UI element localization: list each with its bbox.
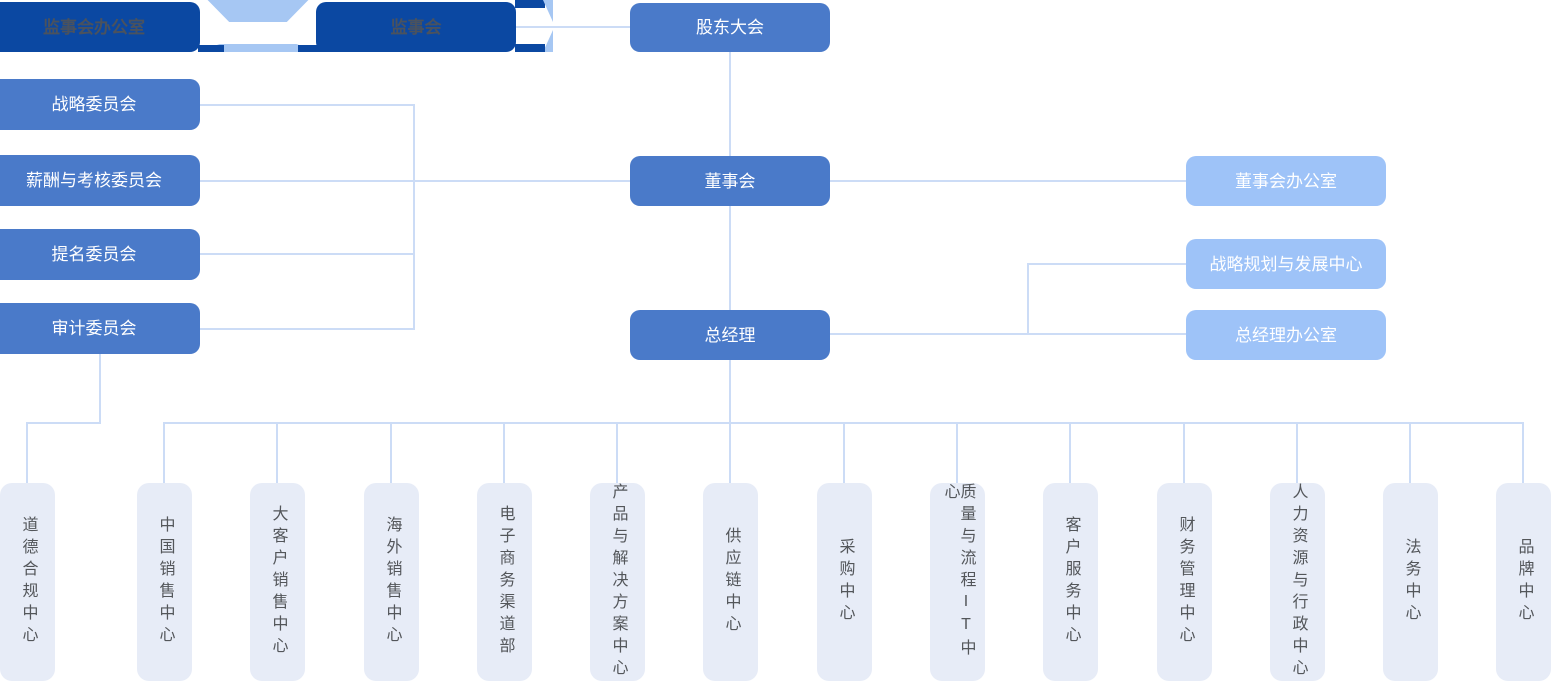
node-gm-office-label: 总经理办公室 xyxy=(1235,325,1337,345)
node-board: 董事会 xyxy=(630,156,830,206)
node-shareholders-meeting-label: 股东大会 xyxy=(696,18,764,37)
line-dept-drop-2 xyxy=(276,422,278,483)
node-dept-ecommerce-channel: 电子商务渠道部 xyxy=(477,483,532,681)
line-dept-drop-7 xyxy=(843,422,845,483)
line-dept-drop-6 xyxy=(729,422,731,483)
line-shareholders-to-board xyxy=(729,52,731,156)
arrow-light-top xyxy=(543,0,553,22)
line-dept-drop-3 xyxy=(390,422,392,483)
node-dept-brand: 品牌中心 xyxy=(1496,483,1551,681)
node-supervisory-board-label: 监事会 xyxy=(390,17,442,37)
node-committee-strategy: 战略委员会 xyxy=(0,79,200,130)
node-dept-hr-admin: 人力资源与行政中心 xyxy=(1270,483,1325,681)
line-dept-drop-10 xyxy=(1183,422,1185,483)
line-committee-1 xyxy=(200,104,414,106)
node-general-manager: 总经理 xyxy=(630,310,830,360)
node-shareholders-meeting: 股东大会 xyxy=(630,3,830,52)
committee-label: 提名委员会 xyxy=(51,245,137,264)
node-dept-china-sales: 中国销售中心 xyxy=(137,483,192,681)
node-dept-quality-process-it: 质量与流程IT中心 xyxy=(930,483,985,681)
line-gm-to-gm-office xyxy=(830,333,1186,335)
line-dept-drop-9 xyxy=(1069,422,1071,483)
line-committee-4 xyxy=(200,328,414,330)
node-supervisory-board: 监事会 xyxy=(316,2,516,52)
node-dept-supply-chain: 供应链中心 xyxy=(703,483,758,681)
ribbon-bottom-trapezoid xyxy=(198,44,318,52)
node-board-label: 董事会 xyxy=(704,171,756,191)
ribbon-navy-nub-left xyxy=(198,45,224,52)
line-dept-drop-13 xyxy=(1522,422,1524,483)
node-supervisory-office: 监事会办公室 xyxy=(0,2,200,52)
committee-label: 战略委员会 xyxy=(51,95,137,114)
line-dept-drop-8 xyxy=(956,422,958,483)
node-board-office: 董事会办公室 xyxy=(1186,156,1386,206)
node-dept-ethics-compliance: 道德合规中心 xyxy=(0,483,55,681)
line-branch-to-strategy-h xyxy=(1027,263,1186,265)
line-dept-drop-5 xyxy=(616,422,618,483)
line-ethics-drop xyxy=(26,422,28,483)
line-branch-to-strategy-v xyxy=(1027,263,1029,335)
line-gm-drop xyxy=(729,360,731,424)
line-committee-bus xyxy=(413,104,415,330)
line-dept-drop-12 xyxy=(1409,422,1411,483)
line-board-to-gm xyxy=(729,206,731,310)
node-dept-customer-service: 客户服务中心 xyxy=(1043,483,1098,681)
arrow-navy-bar-top xyxy=(515,0,545,8)
line-committee-2-to-board xyxy=(200,180,630,182)
node-dept-finance: 财务管理中心 xyxy=(1157,483,1212,681)
node-strategy-center-label: 战略规划与发展中心 xyxy=(1209,254,1363,274)
node-committee-remuneration: 薪酬与考核委员会 xyxy=(0,155,200,206)
node-dept-procurement: 采购中心 xyxy=(817,483,872,681)
node-supervisory-office-label: 监事会办公室 xyxy=(43,17,145,37)
node-dept-legal: 法务中心 xyxy=(1383,483,1438,681)
committee-label: 薪酬与考核委员会 xyxy=(26,171,162,190)
line-dept-drop-4 xyxy=(503,422,505,483)
node-dept-key-account-sales: 大客户销售中心 xyxy=(250,483,305,681)
line-supervisory-to-shareholders xyxy=(516,26,630,28)
ribbon-top-trapezoid xyxy=(207,0,309,22)
arrow-navy-bar-bottom xyxy=(515,44,545,52)
line-audit-drop xyxy=(99,354,101,424)
node-committee-nomination: 提名委员会 xyxy=(0,229,200,280)
line-committee-3 xyxy=(200,253,414,255)
line-dept-drop-1 xyxy=(163,422,165,483)
line-dept-drop-11 xyxy=(1296,422,1298,483)
node-dept-overseas-sales: 海外销售中心 xyxy=(364,483,419,681)
arrow-light-bottom xyxy=(543,30,553,52)
node-general-manager-label: 总经理 xyxy=(704,325,756,345)
node-strategy-center: 战略规划与发展中心 xyxy=(1186,239,1386,289)
line-audit-elbow xyxy=(26,422,101,424)
node-gm-office: 总经理办公室 xyxy=(1186,310,1386,360)
node-committee-audit: 审计委员会 xyxy=(0,303,200,354)
node-board-office-label: 董事会办公室 xyxy=(1235,171,1337,191)
line-board-to-board-office xyxy=(830,180,1186,182)
node-dept-product-solutions: 产品与解决方案中心 xyxy=(590,483,645,681)
committee-label: 审计委员会 xyxy=(51,319,137,338)
